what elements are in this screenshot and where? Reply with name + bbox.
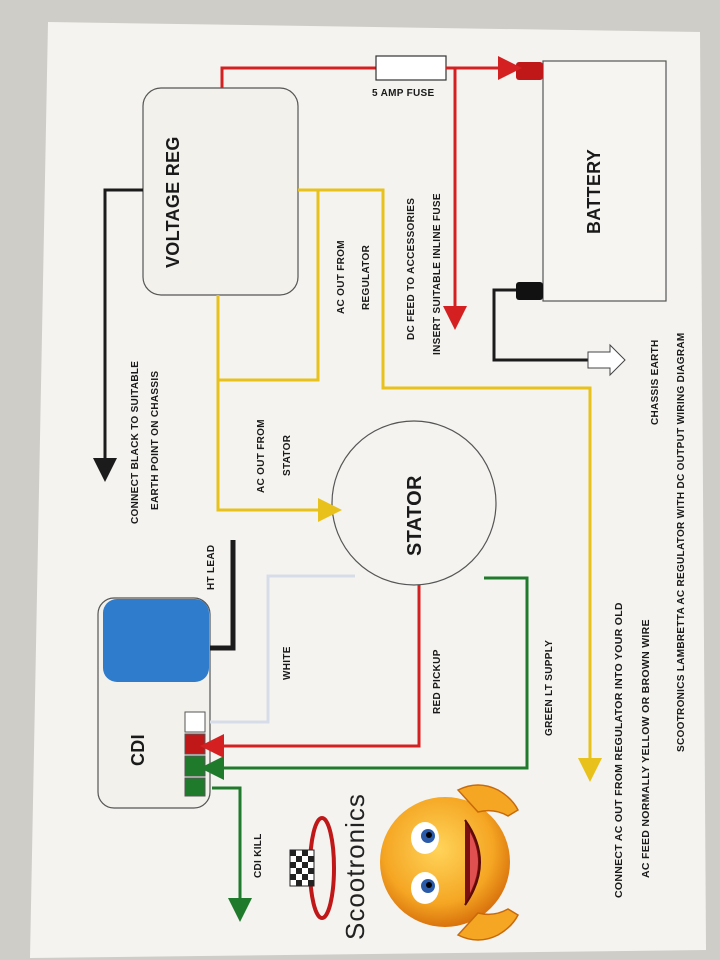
red-pickup-wire [200,585,421,758]
ht-lead [210,540,236,651]
black-wire-battery-to-chassis [492,288,588,362]
cdi-terminal-red [184,733,206,755]
battery-positive-terminal [516,62,543,80]
cdi-coil [103,599,209,682]
green-lt-supply-wire [200,576,529,780]
cdi-terminal-green-2 [184,777,206,797]
chassis-earth-label: CHASSIS EARTH [650,339,661,425]
scootronics-logo-text: Scootronics [340,793,370,940]
fuse [375,55,447,81]
thumbs-up-emoji [380,784,519,941]
dc-feed-label-1: DC FEED TO ACCESSORIES [406,197,417,340]
cdi-kill-label: CDI KILL [253,833,264,878]
red-wire-reg-to-fuse [220,66,376,88]
cdi-terminal-green-1 [184,755,206,777]
ac-out-stator-label-2: STATOR [282,434,293,476]
cdi-terminal-white [184,711,206,733]
connect-instruction-1: CONNECT AC OUT FROM REGULATOR INTO YOUR … [613,602,625,898]
white-wire-label: WHITE [282,646,293,680]
cdi-label: CDI [128,734,148,766]
connect-instruction-2: AC FEED NORMALLY YELLOW OR BROWN WIRE [640,619,652,878]
yellow-wire-ac-out-reg [298,188,602,782]
green-lt-label: GREEN LT SUPPLY [544,639,555,736]
yellow-wire-ac-out-stator [216,295,342,522]
voltage-reg-label: VOLTAGE REG [163,136,183,268]
battery-box [542,60,667,302]
ht-lead-label: HT LEAD [206,544,217,590]
battery-negative-terminal [516,282,543,300]
ac-out-stator-label-1: AC OUT FROM [256,419,267,493]
chassis-earth-arrow [587,343,626,377]
white-wire [210,574,355,724]
red-pickup-label: RED PICKUP [432,649,443,714]
green-cdi-kill-wire [212,786,252,922]
ac-out-reg-label-2: REGULATOR [361,244,372,310]
stator-label: STATOR [404,475,426,556]
dc-feed-label-2: INSERT SUITABLE INLINE FUSE [432,193,443,355]
earth-label-2: EARTH POINT ON CHASSIS [150,370,161,510]
diagram-footer-title: SCOOTRONICS LAMBRETTA AC REGULATOR WITH … [676,332,687,752]
yellow-wire-loop [218,190,320,382]
ac-out-reg-label-1: AC OUT FROM [336,240,347,314]
battery-label: BATTERY [584,148,604,234]
fuse-label: 5 AMP FUSE [372,88,435,99]
earth-label-1: CONNECT BLACK TO SUITABLE [130,360,141,524]
scootronics-logo-mark [289,816,336,920]
black-earth-wire-reg [93,188,143,482]
